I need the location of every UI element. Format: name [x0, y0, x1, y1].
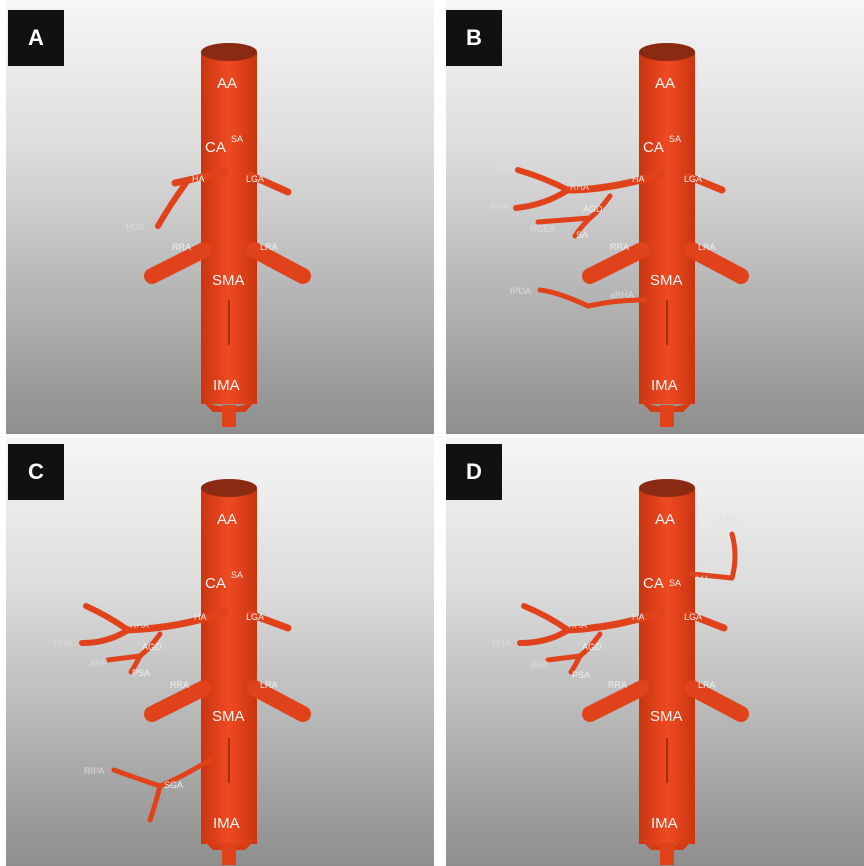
panel-letter-c: C [8, 444, 64, 500]
label-ima: IMA [651, 377, 678, 394]
label-lha: LHA [58, 600, 76, 610]
label-sma: SMA [212, 708, 245, 725]
label-pdx: PDX [126, 222, 145, 232]
label-lha: LHA [496, 164, 514, 174]
label-aa: AA [655, 75, 675, 92]
label-sma: SMA [212, 272, 245, 289]
aorta [201, 488, 257, 844]
panel-letter-a: A [8, 10, 64, 66]
label-sa: SA [669, 134, 681, 144]
label-rgea: RGEA [530, 224, 556, 234]
label-lha: LHA [498, 600, 516, 610]
label-lra: LRA [698, 242, 716, 252]
aorta [201, 52, 257, 404]
label-lra: LRA [260, 680, 278, 690]
label-sa: SA [669, 578, 681, 588]
label-ipda: IPDA [510, 286, 531, 296]
label-sga: SGA [164, 780, 183, 790]
panel-d-diagram: AA AIPA CA SA LH HA LGA LHA RHA PHA AGD … [440, 438, 864, 866]
label-sma: SMA [650, 272, 683, 289]
label-aa: AA [217, 511, 237, 528]
panel-c: AA CA SA HA LGA LHA RHA PHA AGD aRP PSA … [0, 438, 434, 866]
label-aipa: AIPA [718, 514, 738, 524]
label-agd: AGD [582, 642, 602, 652]
label-aa: AA [655, 511, 675, 528]
aorta [639, 488, 695, 844]
panel-d: AA AIPA CA SA LH HA LGA LHA RHA PHA AGD … [440, 438, 864, 866]
aorta-tail [660, 843, 674, 865]
label-sma: SMA [650, 708, 683, 725]
label-rra: RRA [172, 242, 191, 252]
label-ca: CA [205, 139, 226, 156]
label-psa: SA [576, 230, 588, 240]
label-lga: LGA [246, 612, 264, 622]
label-ima: IMA [213, 377, 240, 394]
label-lra: LRA [260, 242, 278, 252]
label-agd: AGD [142, 642, 162, 652]
label-lra: LRA [698, 680, 716, 690]
label-rra: RRA [170, 680, 189, 690]
label-pha: PHA [490, 202, 509, 212]
aorta-top [639, 43, 695, 61]
label-rra: RRA [610, 242, 629, 252]
label-sa: SA [231, 570, 243, 580]
label-sa: SA [231, 134, 243, 144]
label-rha: RHA [570, 182, 589, 192]
label-psa: PSA [572, 670, 590, 680]
label-ima: IMA [213, 815, 240, 832]
label-ca: CA [643, 575, 664, 592]
label-lga: LGA [684, 612, 702, 622]
label-arha: aRHA [610, 290, 634, 300]
label-arp: aRP [90, 658, 108, 668]
label-ca: CA [643, 139, 664, 156]
label-aa: AA [217, 75, 237, 92]
aorta-tail [660, 405, 674, 427]
label-ha: HA [194, 612, 207, 622]
label-lga: LGA [246, 174, 264, 184]
panel-a-diagram: AA CA SA HA LGA PDX RRA LRA SMA IMA [0, 0, 434, 434]
label-ha: HA [192, 174, 205, 184]
aorta-tail [222, 843, 236, 865]
label-agd: AGD [583, 204, 603, 214]
panel-b: AA CA SA HA LGA LHA RHA PHA AGD RGEA SA … [440, 0, 864, 434]
aorta-top [201, 43, 257, 61]
panel-letter-d: D [446, 444, 502, 500]
label-rra: RRA [608, 680, 627, 690]
label-pha: PHA [54, 638, 73, 648]
label-ripa: RIPA [84, 766, 104, 776]
label-ima: IMA [651, 815, 678, 832]
aorta-tail [222, 405, 236, 427]
label-rha: RHA [130, 620, 149, 630]
label-lga: LGA [684, 174, 702, 184]
aorta [639, 52, 695, 404]
label-lh: LH [696, 574, 708, 584]
label-psa: PSA [132, 668, 150, 678]
label-pha: PHA [492, 638, 511, 648]
label-rhp: RHP [530, 660, 549, 670]
panel-b-diagram: AA CA SA HA LGA LHA RHA PHA AGD RGEA SA … [440, 0, 864, 434]
panel-letter-b: B [446, 10, 502, 66]
panel-c-diagram: AA CA SA HA LGA LHA RHA PHA AGD aRP PSA … [0, 438, 434, 866]
aorta-top [201, 479, 257, 497]
panel-a: AA CA SA HA LGA PDX RRA LRA SMA IMA A [0, 0, 434, 434]
label-ha: HA [632, 612, 645, 622]
aorta-top [639, 479, 695, 497]
label-ca: CA [205, 575, 226, 592]
label-ha: HA [632, 174, 645, 184]
label-rha: RHA [568, 620, 587, 630]
